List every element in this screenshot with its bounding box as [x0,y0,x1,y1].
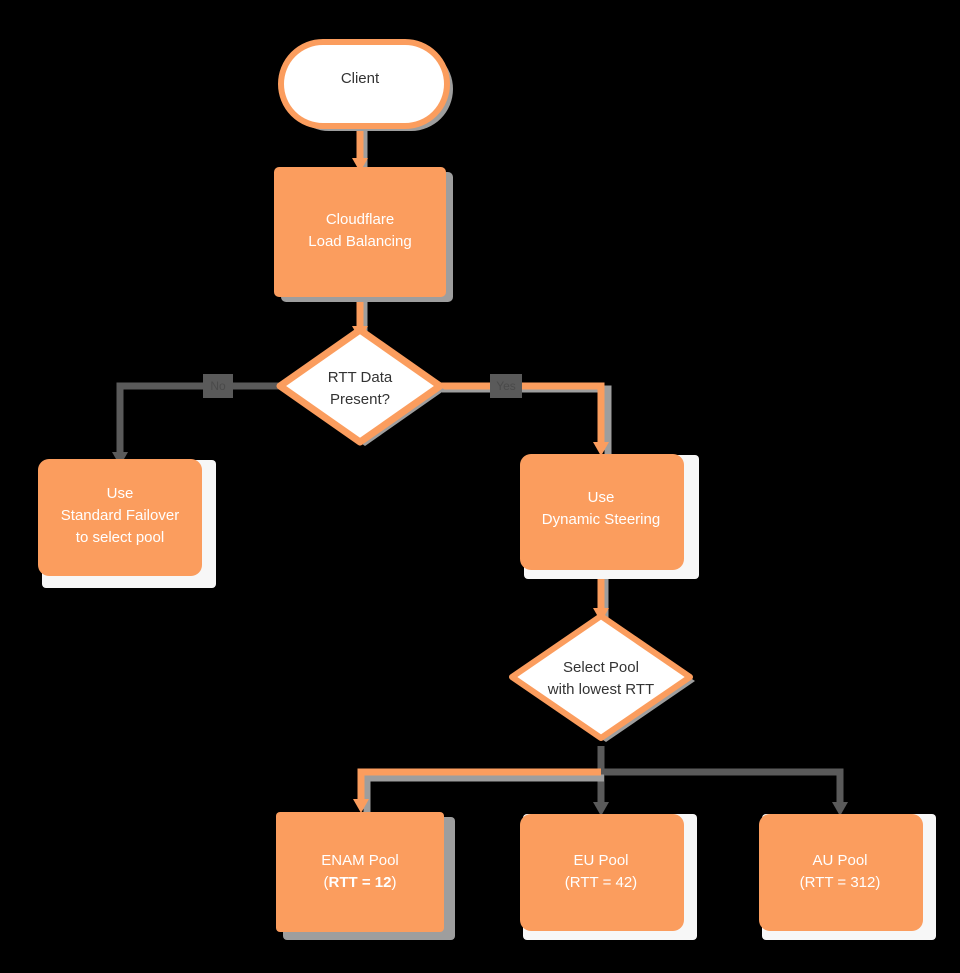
node-client-label: Client [341,70,380,87]
node-standard-failover-line3: to select pool [76,529,164,546]
node-enam-pool-paren-open: ( [324,874,329,891]
node-rtt-decision-line2: Present? [330,391,390,408]
node-dynamic-steering-line2: Dynamic Steering [542,511,660,528]
edge-label-no: No [203,374,233,398]
edge-label-yes: Yes [490,374,522,398]
edges-group [112,126,848,816]
edge-label-no-text: No [210,379,226,393]
node-eu-pool[interactable]: EU Pool (RTT = 42) [520,814,697,940]
node-au-pool[interactable]: AU Pool (RTT = 312) [759,814,936,940]
edge-select-to-au [601,768,848,816]
node-load-balancing-line1: Cloudflare [326,211,394,228]
node-standard-failover-line2: Standard Failover [61,507,179,524]
edge-client-to-lb [352,126,368,172]
edge-labels-group: No Yes [203,374,522,398]
node-rtt-decision[interactable]: RTT Data Present? [276,326,445,446]
node-enam-pool-paren-close: ) [391,874,396,891]
node-dynamic-steering-line1: Use [588,489,615,506]
edge-label-yes-text: Yes [496,379,516,393]
node-select-pool[interactable]: Select Pool with lowest RTT [509,613,695,742]
node-au-pool-line1: AU Pool [812,852,867,869]
edge-rtt-yes [438,382,612,456]
node-eu-pool-line2: (RTT = 42) [565,874,637,891]
node-client[interactable]: Client [278,39,453,131]
node-load-balancing[interactable]: Cloudflare Load Balancing [274,167,453,302]
edge-select-to-enam [353,768,604,813]
node-rtt-decision-line1: RTT Data [328,369,393,386]
node-enam-pool[interactable]: ENAM Pool (RTT = 12) [276,812,455,940]
node-enam-pool-rtt-value: RTT = 12 [329,874,392,891]
node-load-balancing-line2: Load Balancing [308,233,411,250]
node-select-pool-line2: with lowest RTT [547,681,654,698]
node-standard-failover[interactable]: Use Standard Failover to select pool [38,459,216,588]
edge-rtt-no [112,382,286,466]
nodes-group: Client Cloudflare Load Balancing RTT Dat… [38,39,936,940]
node-enam-pool-line2: (RTT = 12) [324,874,397,891]
node-eu-pool-line1: EU Pool [573,852,628,869]
node-au-pool-line2: (RTT = 312) [800,874,881,891]
node-standard-failover-line1: Use [107,485,134,502]
node-dynamic-steering[interactable]: Use Dynamic Steering [520,454,699,579]
node-enam-pool-line1: ENAM Pool [321,852,399,869]
node-select-pool-line1: Select Pool [563,659,639,676]
